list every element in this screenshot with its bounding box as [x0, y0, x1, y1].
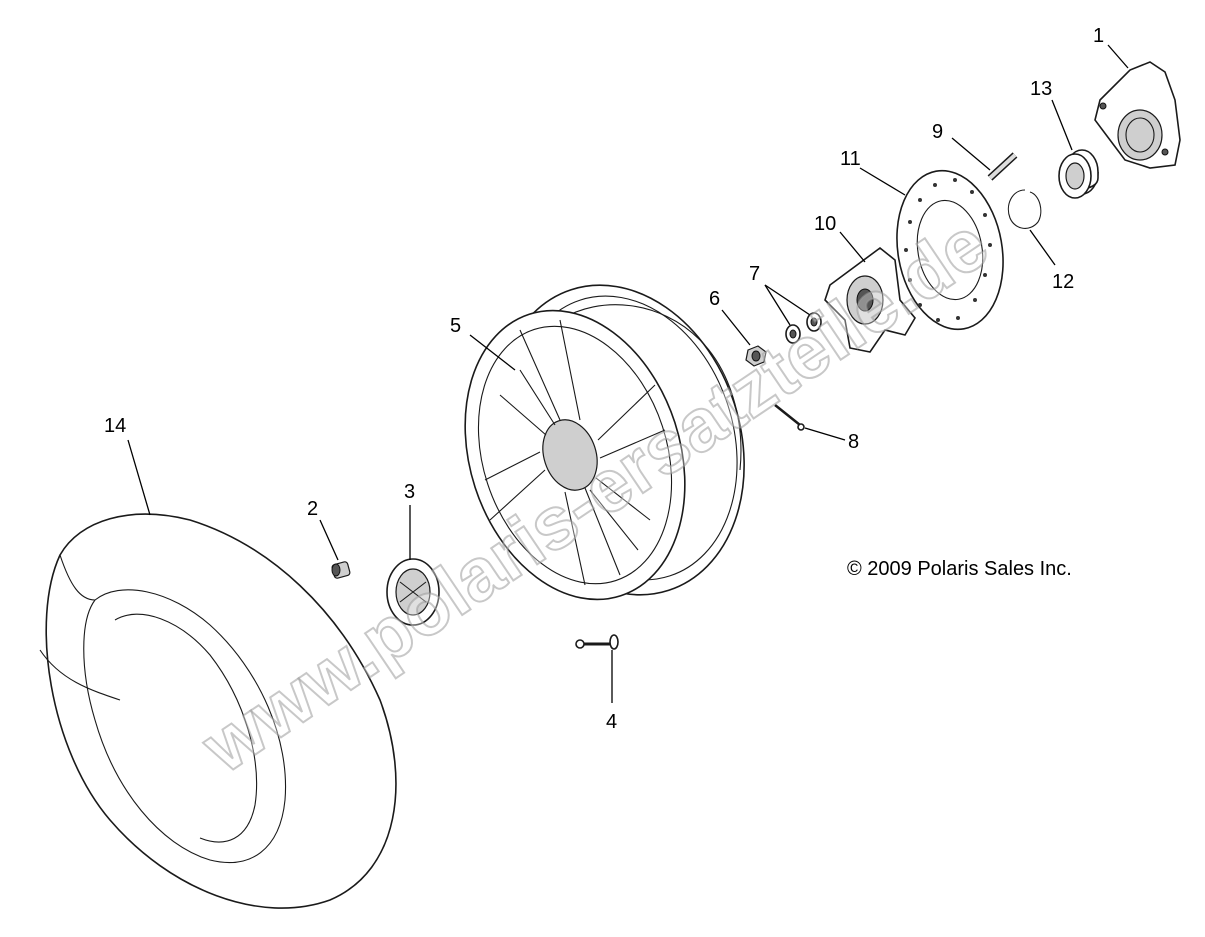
hub-part-10 [824, 246, 916, 353]
stud-part-9 [987, 152, 1018, 181]
callout-14: 14 [104, 415, 126, 437]
callout-11: 11 [840, 148, 861, 170]
leader-7a [764, 284, 791, 326]
callout-labels: 1 2 3 4 5 6 7 8 9 10 11 12 13 14 [104, 25, 1104, 733]
callout-10: 10 [814, 213, 836, 235]
cotter-pin-part-8 [774, 404, 805, 431]
center-cap-part-3 [386, 558, 440, 626]
lug-nut-part-6 [745, 345, 767, 367]
leader-1 [1107, 44, 1129, 69]
leader-13 [1051, 99, 1073, 151]
pin-part-4 [575, 634, 619, 650]
leader-lines [127, 44, 1129, 703]
callout-1: 1 [1093, 25, 1104, 47]
callout-8: 8 [848, 431, 859, 453]
callout-4: 4 [606, 711, 617, 733]
wheel-part-5 [464, 284, 745, 601]
leader-12 [1029, 229, 1056, 266]
valve-stem-part-2 [331, 561, 351, 579]
leader-9 [951, 137, 991, 171]
callout-2: 2 [307, 498, 318, 520]
leader-7b [764, 284, 811, 316]
leader-5 [469, 334, 516, 371]
brake-disc-part-11 [896, 169, 1004, 331]
leader-10 [839, 231, 866, 263]
tire-part-14 [39, 513, 397, 909]
callout-13: 13 [1030, 78, 1052, 100]
callout-6: 6 [709, 288, 720, 310]
callout-7: 7 [749, 263, 760, 285]
leader-2 [319, 519, 339, 561]
leader-14 [127, 439, 151, 516]
knuckle-part-1 [1094, 61, 1181, 169]
callout-12: 12 [1052, 271, 1074, 293]
bearing-part-13 [1058, 149, 1099, 199]
washers-part-7 [785, 312, 822, 344]
leader-6 [721, 309, 751, 346]
leader-11 [859, 167, 906, 196]
callout-5: 5 [450, 315, 461, 337]
callout-9: 9 [932, 121, 943, 143]
copyright-notice: © 2009 Polaris Sales Inc. [847, 558, 1072, 580]
retaining-ring-part-12 [1007, 189, 1042, 229]
callout-3: 3 [404, 481, 415, 503]
leader-8 [804, 427, 846, 441]
